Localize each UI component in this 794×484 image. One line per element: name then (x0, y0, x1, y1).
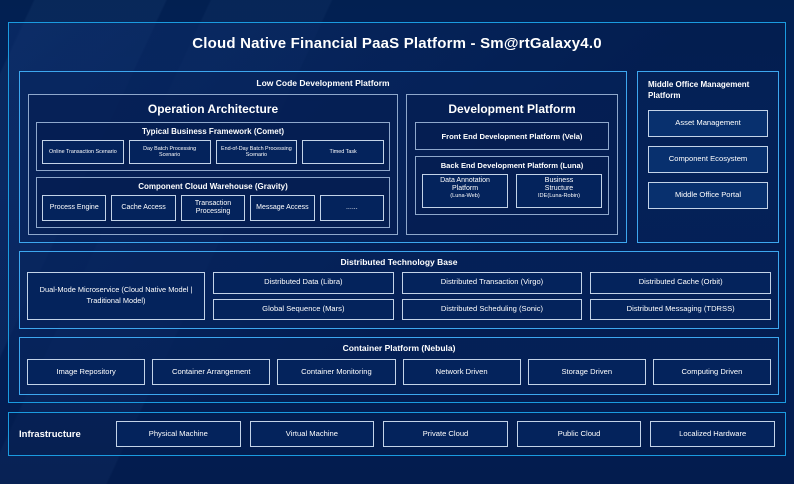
chip-distributed-messaging-tdrss[interactable]: Distributed Messaging (TDRSS) (590, 298, 772, 320)
chip-virtual-machine[interactable]: Virtual Machine (249, 421, 375, 447)
low-code-platform-title: Low Code Development Platform (256, 78, 390, 88)
chip-distributed-cache-orbit[interactable]: Distributed Cache (Orbit) (590, 272, 772, 294)
chip-line-2: Platform (451, 185, 479, 193)
chip-public-cloud[interactable]: Public Cloud (516, 421, 642, 447)
container-platform-title: Container Platform (Nebula) (342, 343, 456, 353)
chip-process-engine[interactable]: Process Engine (42, 195, 107, 221)
component-cloud-warehouse-block: Component Cloud Warehouse (Gravity) Proc… (36, 177, 390, 228)
back-end-development-platform-title: Back End Development Platform (Luna) (440, 161, 584, 170)
chip-line-3: IDE(Luna-Robin) (538, 193, 580, 200)
typical-business-framework-items: Online Transaction Scenario Day Batch Pr… (42, 140, 384, 164)
chip-middle-office-portal[interactable]: Middle Office Portal (648, 181, 768, 209)
chip-image-repository[interactable]: Image Repository (27, 359, 146, 385)
chip-container-monitoring[interactable]: Container Monitoring (277, 359, 396, 385)
chip-day-batch-processing-scenario[interactable]: Day Batch Processing Scenario (128, 140, 211, 164)
middle-office-management-platform-panel: Middle Office Management Platform Asset … (637, 71, 779, 243)
chip-data-annotation-platform[interactable]: Data Annotation Platform (Luna-Web) (422, 174, 508, 208)
distributed-column-1: Distributed Data (Libra) Global Sequence… (213, 272, 394, 320)
front-end-development-platform-box[interactable]: Front End Development Platform (Vela) (415, 122, 609, 150)
platform-frame: Cloud Native Financial PaaS Platform - S… (8, 22, 786, 403)
operation-architecture-title: Operation Architecture (147, 102, 279, 116)
chip-line-2: Structure (544, 185, 574, 193)
middle-office-title: Middle Office Management Platform (648, 80, 750, 100)
chip-container-arrangement[interactable]: Container Arrangement (152, 359, 271, 385)
chip-global-sequence-mars[interactable]: Global Sequence (Mars) (213, 298, 394, 320)
distributed-column-2: Distributed Transaction (Virgo) Distribu… (401, 272, 583, 320)
chip-storage-driven[interactable]: Storage Driven (527, 359, 646, 385)
chip-private-cloud[interactable]: Private Cloud (383, 421, 508, 447)
chip-message-access[interactable]: Message Access (250, 195, 315, 221)
component-cloud-warehouse-items: Process Engine Cache Access Transaction … (42, 195, 385, 221)
chip-line-1: Business (544, 177, 574, 184)
back-end-items: Data Annotation Platform (Luna-Web) Busi… (422, 174, 602, 208)
typical-business-framework-title: Typical Business Framework (Comet) (141, 127, 285, 136)
chip-line-3: (Luna-Web) (450, 193, 480, 200)
chip-dual-mode-microservice[interactable]: Dual-Mode Microservice (Cloud Native Mod… (27, 272, 205, 320)
chip-transaction-processing[interactable]: Transaction Processing (180, 195, 246, 221)
typical-business-framework-block: Typical Business Framework (Comet) Onlin… (36, 122, 390, 171)
infrastructure-panel: Infrastructure Physical Machine Virtual … (8, 412, 786, 456)
chip-business-structure-ide[interactable]: Business Structure IDE(Luna-Robin) (516, 174, 602, 208)
page-title: Cloud Native Financial PaaS Platform - S… (192, 35, 602, 52)
chip-localized-hardware[interactable]: Localized Hardware (650, 421, 775, 447)
component-cloud-warehouse-title: Component Cloud Warehouse (Gravity) (138, 182, 288, 191)
container-platform-items: Image Repository Container Arrangement C… (27, 359, 772, 385)
operation-architecture-panel: Operation Architecture Typical Business … (28, 94, 398, 235)
chip-network-driven[interactable]: Network Driven (402, 359, 521, 385)
chip-end-of-day-batch-processing-scenario[interactable]: End-of-Day Batch Processing Scenario (215, 140, 298, 164)
low-code-development-platform-panel: Low Code Development Platform Operation … (19, 71, 627, 243)
distributed-technology-base-panel: Distributed Technology Base Dual-Mode Mi… (19, 251, 779, 329)
infrastructure-label: Infrastructure (19, 428, 81, 440)
chip-distributed-data-libra[interactable]: Distributed Data (Libra) (213, 272, 394, 294)
chip-cache-access[interactable]: Cache Access (111, 195, 176, 221)
chip-distributed-transaction-virgo[interactable]: Distributed Transaction (Virgo) (401, 272, 583, 294)
chip-asset-management[interactable]: Asset Management (648, 109, 768, 137)
chip-computing-driven[interactable]: Computing Driven (652, 359, 772, 385)
chip-component-ecosystem[interactable]: Component Ecosystem (648, 145, 768, 173)
chip-online-transaction-scenario[interactable]: Online Transaction Scenario (42, 140, 124, 164)
chip-more-ellipsis[interactable]: ...... (319, 195, 385, 221)
distributed-column-3: Distributed Cache (Orbit) Distributed Me… (590, 272, 772, 320)
back-end-development-platform-block: Back End Development Platform (Luna) Dat… (415, 156, 609, 215)
container-platform-panel: Container Platform (Nebula) Image Reposi… (19, 337, 779, 395)
development-platform-panel: Development Platform Front End Developme… (406, 94, 618, 235)
chip-line-1: Data Annotation (440, 177, 490, 184)
chip-physical-machine[interactable]: Physical Machine (116, 421, 241, 447)
distributed-technology-base-title: Distributed Technology Base (340, 257, 458, 267)
chip-distributed-scheduling-sonic[interactable]: Distributed Scheduling (Sonic) (401, 298, 583, 320)
development-platform-title: Development Platform (448, 102, 576, 116)
chip-timed-task[interactable]: Timed Task (302, 140, 384, 164)
